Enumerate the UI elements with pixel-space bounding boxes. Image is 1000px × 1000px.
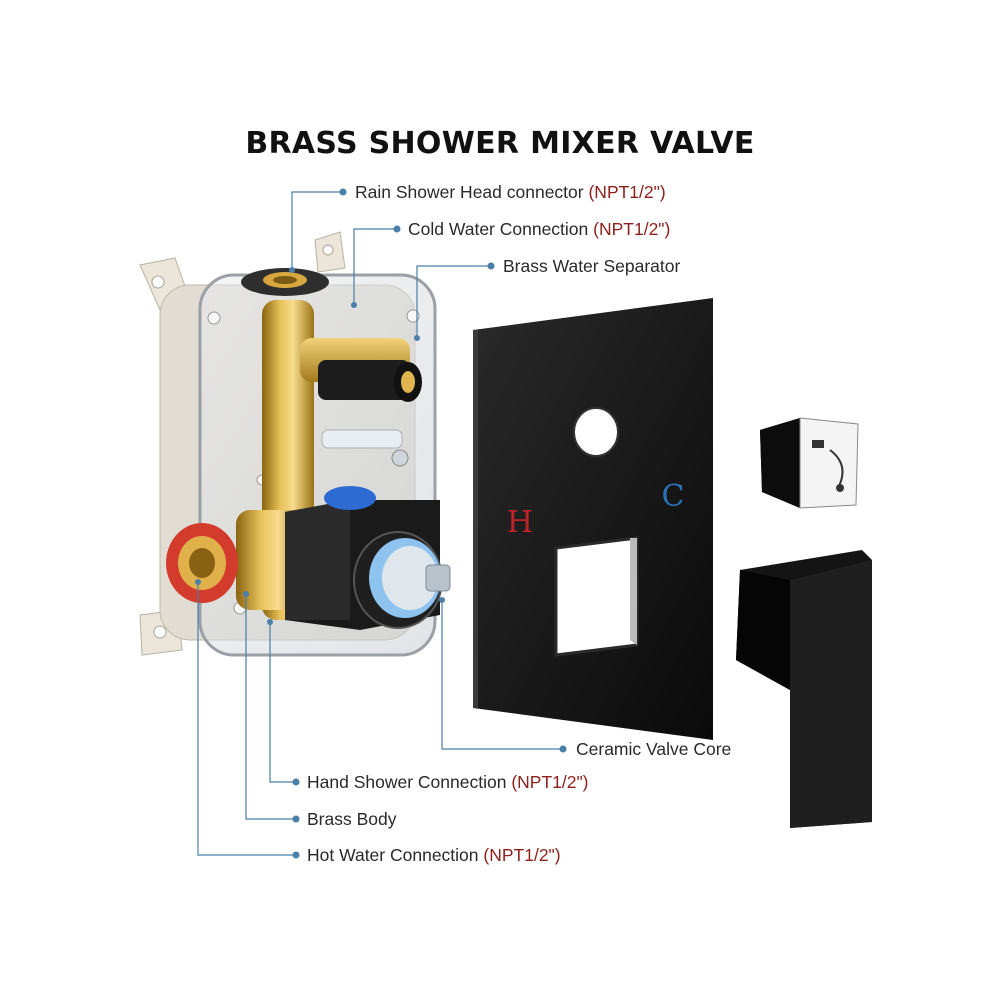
- callout-hot-water-connection: Hot Water Connection (NPT1/2"): [307, 845, 561, 865]
- hot-mark: H: [507, 505, 533, 540]
- diverter-knob: [760, 417, 859, 509]
- callout-ceramic-valve-core: Ceramic Valve Core: [576, 739, 732, 759]
- callout-hand-shower-connection: Hand Shower Connection (NPT1/2"): [307, 772, 589, 792]
- trim-faceplate: [473, 298, 713, 740]
- callout-leaders: [197, 191, 562, 856]
- ceramic-valve-core: [285, 486, 451, 630]
- rain-shower-icon: [812, 440, 824, 448]
- top-port: [241, 268, 329, 296]
- cold-mark: C: [662, 479, 685, 514]
- page-title: BRASS SHOWER MIXER VALVE: [245, 126, 755, 161]
- hand-shower-icon: [836, 484, 844, 492]
- faceplate-hole: [573, 407, 619, 457]
- brass-water-separator: [318, 360, 422, 467]
- callout-cold-water-connection: Cold Water Connection (NPT1/2"): [408, 219, 671, 239]
- faceplate-cutout: [554, 536, 639, 657]
- lever-handle: [736, 550, 872, 828]
- box-screw: [406, 309, 420, 323]
- callout-brass-water-separator: Brass Water Separator: [503, 256, 681, 276]
- hot-water-inlet: [166, 523, 238, 603]
- callout-rain-shower-connector: Rain Shower Head connector (NPT1/2"): [355, 182, 666, 202]
- callout-dots: [195, 188, 567, 859]
- box-screw: [207, 311, 221, 325]
- callout-brass-body: Brass Body: [307, 809, 397, 829]
